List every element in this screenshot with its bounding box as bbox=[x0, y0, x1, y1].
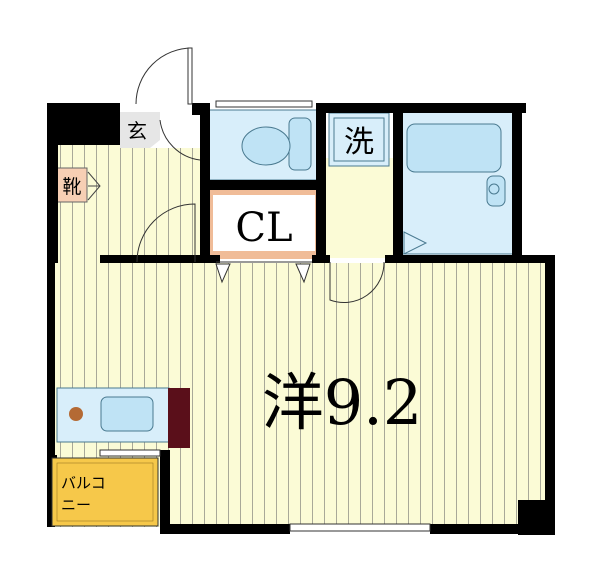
laundry-area-floor bbox=[324, 158, 396, 258]
stove-knob bbox=[69, 407, 83, 421]
front-door bbox=[187, 47, 193, 105]
balcony-inner bbox=[56, 462, 154, 522]
corridor-lower-floor bbox=[100, 190, 205, 263]
shoe-box-label: 靴 bbox=[62, 176, 81, 198]
closet-door-right bbox=[295, 263, 311, 284]
toilet-bowl bbox=[241, 126, 291, 166]
laundry-space bbox=[328, 112, 390, 167]
toilet-window bbox=[215, 100, 313, 108]
bath-faucet bbox=[486, 175, 506, 207]
balcony-door bbox=[99, 449, 161, 457]
kitchen-sink bbox=[100, 396, 154, 432]
balcony-label-line2: ニー bbox=[61, 496, 91, 514]
western-room-label: 洋9.2 bbox=[262, 366, 423, 439]
laundry-tray bbox=[333, 117, 385, 162]
toilet-tank bbox=[288, 117, 312, 171]
room-door-swing bbox=[136, 203, 196, 263]
kitchen-cabinet bbox=[168, 388, 190, 448]
bottom-window bbox=[289, 523, 431, 532]
inner-door-swing bbox=[159, 119, 201, 161]
closet-label: CL bbox=[235, 205, 292, 251]
closet-door-left bbox=[215, 263, 231, 284]
laundry-door-swing bbox=[329, 261, 385, 304]
bath-door-mark bbox=[403, 231, 428, 255]
entrance-step bbox=[120, 112, 160, 148]
laundry-label: 洗 bbox=[344, 125, 374, 160]
balcony-label-line1: バルコ bbox=[61, 474, 106, 492]
bathtub bbox=[406, 123, 502, 173]
walls bbox=[47, 103, 555, 535]
bath-drain bbox=[488, 183, 500, 195]
entrance-label: 玄 bbox=[127, 119, 147, 143]
front-door-swing bbox=[135, 47, 193, 105]
